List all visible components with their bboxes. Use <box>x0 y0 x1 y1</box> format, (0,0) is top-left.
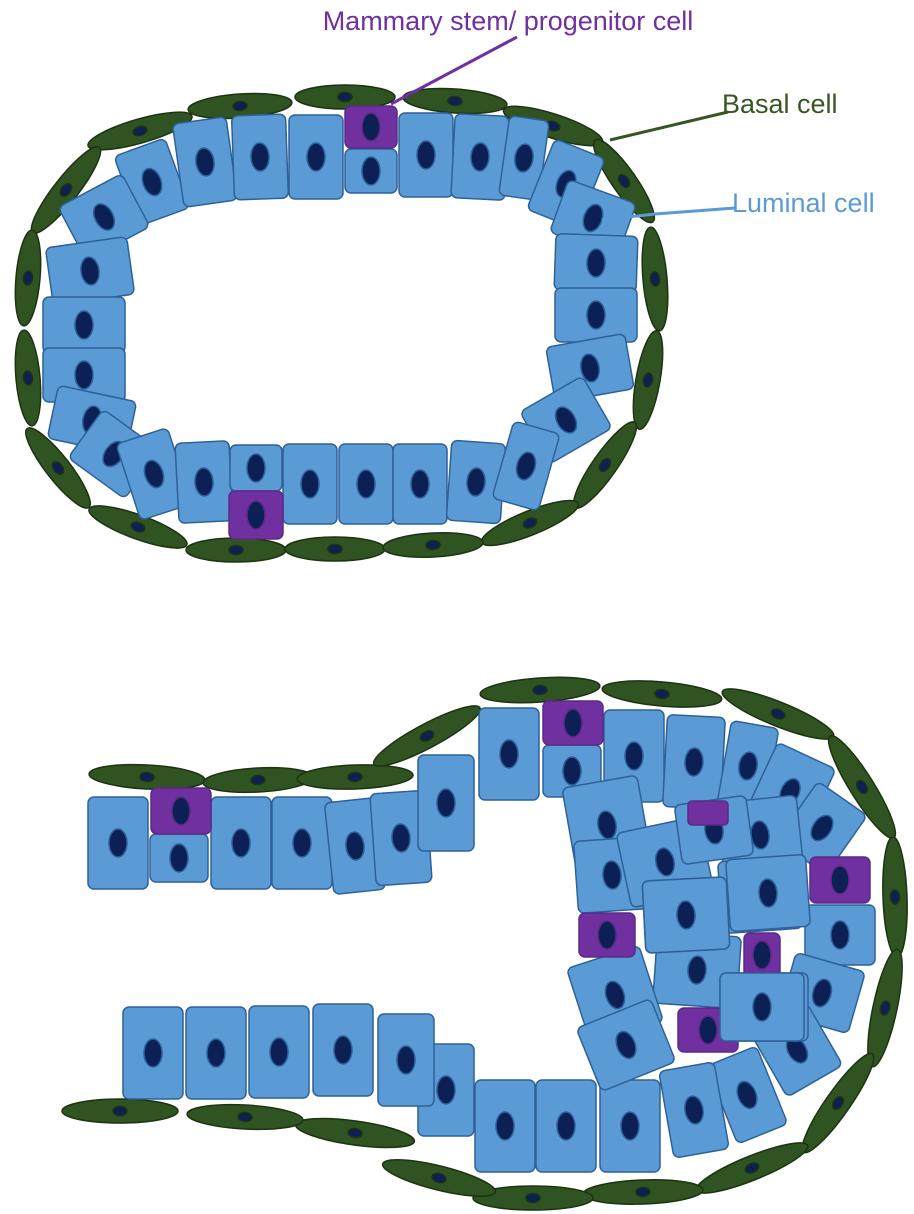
basal-cell-label: Basal cell <box>722 89 838 119</box>
branching-duct <box>62 674 909 1210</box>
basal-leader-line <box>610 112 728 140</box>
branch-overlap-cells <box>642 854 810 1041</box>
luminal-layer <box>43 113 638 524</box>
luminal-cell-label: Luminal cell <box>732 188 875 218</box>
duct-cross-section <box>12 85 672 562</box>
stem-cell-label: Mammary stem/ progenitor cell <box>323 6 694 36</box>
